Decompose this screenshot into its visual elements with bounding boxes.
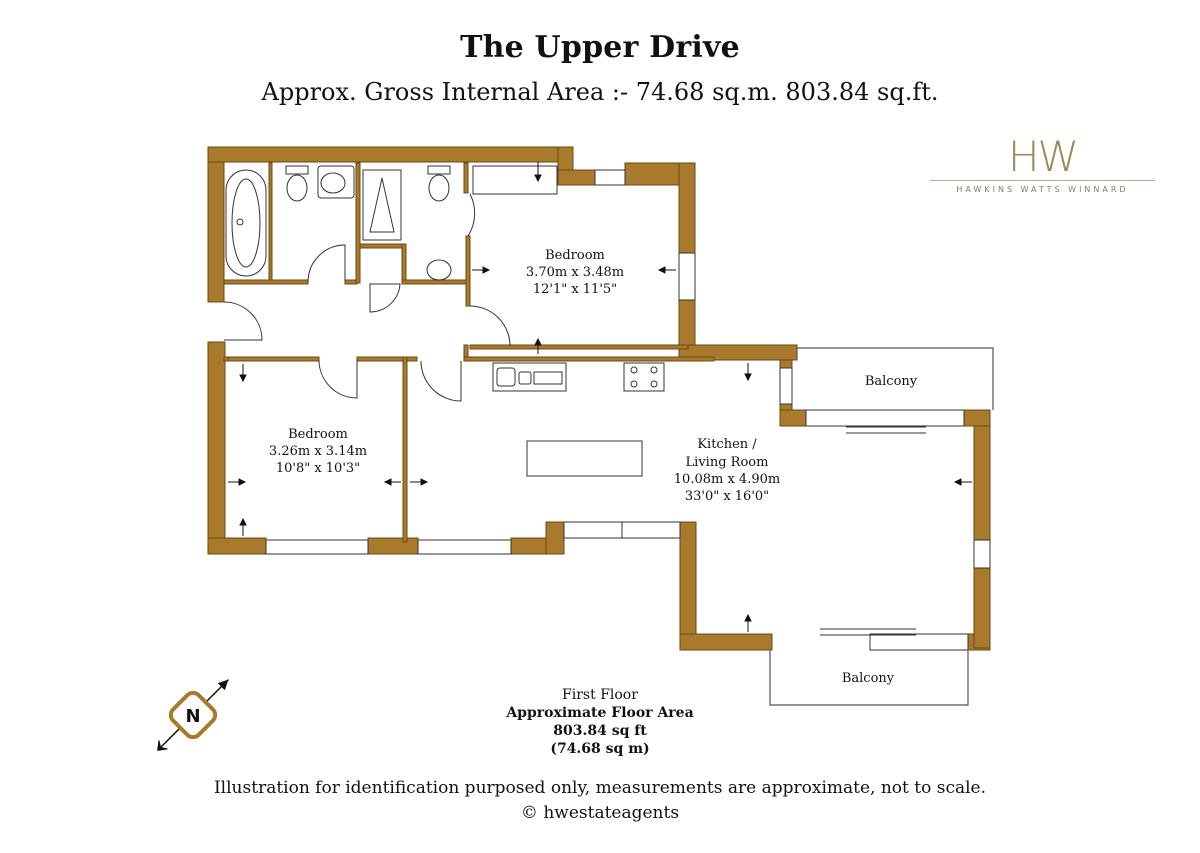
door-swing bbox=[467, 193, 476, 237]
bedroom-1-imperial: 12'1" x 11'5" bbox=[533, 282, 617, 297]
wall-segment bbox=[268, 162, 273, 281]
copyright-text: © hwestateagents bbox=[520, 803, 680, 823]
room-labels: Bedroom 3.70m x 3.48m 12'1" x 11'5" Bedr… bbox=[269, 248, 918, 686]
hob bbox=[623, 362, 665, 392]
wall-segment bbox=[545, 521, 565, 555]
window bbox=[805, 409, 965, 427]
wall-segment bbox=[402, 356, 408, 543]
wall-segment bbox=[679, 633, 773, 651]
agency-logo: HW HAWKINS WATTS WINNARD bbox=[925, 132, 1160, 202]
floor-area-label: Approximate Floor Area bbox=[506, 705, 694, 721]
wall-segment bbox=[223, 356, 320, 362]
door-swing bbox=[420, 360, 462, 402]
wall-segment bbox=[779, 409, 807, 427]
drainer bbox=[533, 371, 563, 385]
washbasin bbox=[320, 172, 346, 194]
bath-basin bbox=[231, 178, 261, 268]
bedroom-2-name: Bedroom bbox=[288, 427, 348, 442]
bedroom-2-imperial: 10'8" x 10'3" bbox=[276, 461, 360, 476]
kitchen-metric: 10.08m x 4.90m bbox=[674, 472, 780, 487]
washbasin bbox=[426, 259, 452, 281]
window bbox=[594, 169, 626, 186]
area-subtitle: Approx. Gross Internal Area :- 74.68 sq.… bbox=[261, 78, 939, 106]
sink-bowl-small bbox=[518, 371, 532, 385]
window bbox=[973, 539, 991, 569]
wall-segment bbox=[469, 344, 689, 350]
door-swing bbox=[223, 301, 263, 341]
floor-name: First Floor bbox=[562, 687, 638, 703]
bedroom-2-metric: 3.26m x 3.14m bbox=[269, 444, 367, 459]
balcony-bottom-label: Balcony bbox=[842, 671, 895, 686]
wall-segment bbox=[356, 356, 418, 362]
dimension-arrows bbox=[228, 162, 972, 632]
floor-area-block: First Floor Approximate Floor Area 803.8… bbox=[450, 686, 750, 758]
wall-segment bbox=[359, 243, 406, 249]
balcony-bottom-outline bbox=[769, 650, 969, 706]
toilet-bowl bbox=[428, 174, 450, 202]
compass-icon: N bbox=[157, 679, 229, 751]
window bbox=[265, 539, 369, 555]
doors bbox=[223, 193, 926, 636]
wall-segment bbox=[207, 341, 226, 555]
wall-segment bbox=[207, 146, 225, 303]
balcony-outlines bbox=[769, 347, 994, 706]
windows bbox=[265, 169, 991, 651]
fixtures bbox=[225, 165, 665, 477]
wall-segment bbox=[465, 235, 471, 307]
wall-segment bbox=[207, 146, 574, 163]
toilet-cistern bbox=[285, 165, 309, 175]
page-title: The Upper Drive bbox=[460, 30, 740, 65]
wall-segment bbox=[678, 162, 696, 254]
kitchen-imperial: 33'0" x 16'0" bbox=[685, 489, 769, 504]
wall-segment bbox=[207, 537, 267, 555]
wall-segment bbox=[401, 279, 471, 285]
logo-mark: HW bbox=[1007, 132, 1079, 181]
wall-segment bbox=[679, 521, 697, 649]
kitchen-island bbox=[526, 440, 643, 477]
logo-divider bbox=[930, 180, 1155, 181]
wall-segment bbox=[463, 356, 715, 362]
window bbox=[779, 367, 793, 405]
wall-segment bbox=[367, 537, 419, 555]
wall-segment bbox=[223, 356, 229, 362]
wall-segment bbox=[973, 567, 991, 649]
door-swing bbox=[469, 305, 511, 347]
wall-segment bbox=[355, 162, 361, 284]
toilet-bowl bbox=[286, 174, 308, 202]
floor-area-sqft: 803.84 sq ft bbox=[553, 723, 647, 739]
shower-glass bbox=[369, 177, 395, 233]
kitchen-name: Kitchen / bbox=[697, 437, 757, 452]
logo-tagline: HAWKINS WATTS WINNARD bbox=[956, 185, 1129, 194]
door-swing bbox=[307, 244, 346, 283]
wall-segment bbox=[344, 279, 358, 285]
walls bbox=[207, 146, 991, 651]
wall-segment bbox=[510, 537, 547, 555]
window bbox=[678, 252, 696, 301]
kitchen-name-2: Living Room bbox=[686, 455, 769, 470]
floor-area-sqm: (74.68 sq m) bbox=[550, 741, 650, 757]
door-swing bbox=[369, 283, 401, 313]
wall-segment bbox=[973, 409, 991, 541]
wall-segment bbox=[223, 279, 309, 285]
wardrobe bbox=[472, 165, 558, 195]
balcony-top-outline bbox=[796, 347, 994, 410]
bath-tap bbox=[236, 218, 244, 226]
window bbox=[417, 539, 512, 555]
toilet-cistern bbox=[427, 165, 451, 175]
wall-segment bbox=[401, 243, 407, 283]
door-swing bbox=[318, 359, 358, 399]
disclaimer-text: Illustration for identification purposed… bbox=[213, 778, 987, 798]
compass-label: N bbox=[185, 706, 200, 727]
bedroom-1-metric: 3.70m x 3.48m bbox=[526, 265, 624, 280]
window bbox=[869, 633, 969, 651]
balcony-top-label: Balcony bbox=[865, 374, 918, 389]
bedroom-1-name: Bedroom bbox=[545, 248, 605, 263]
wall-segment bbox=[963, 409, 991, 427]
wall-segment bbox=[463, 162, 469, 194]
wall-segment bbox=[557, 169, 596, 186]
sink-bowl bbox=[496, 367, 516, 387]
